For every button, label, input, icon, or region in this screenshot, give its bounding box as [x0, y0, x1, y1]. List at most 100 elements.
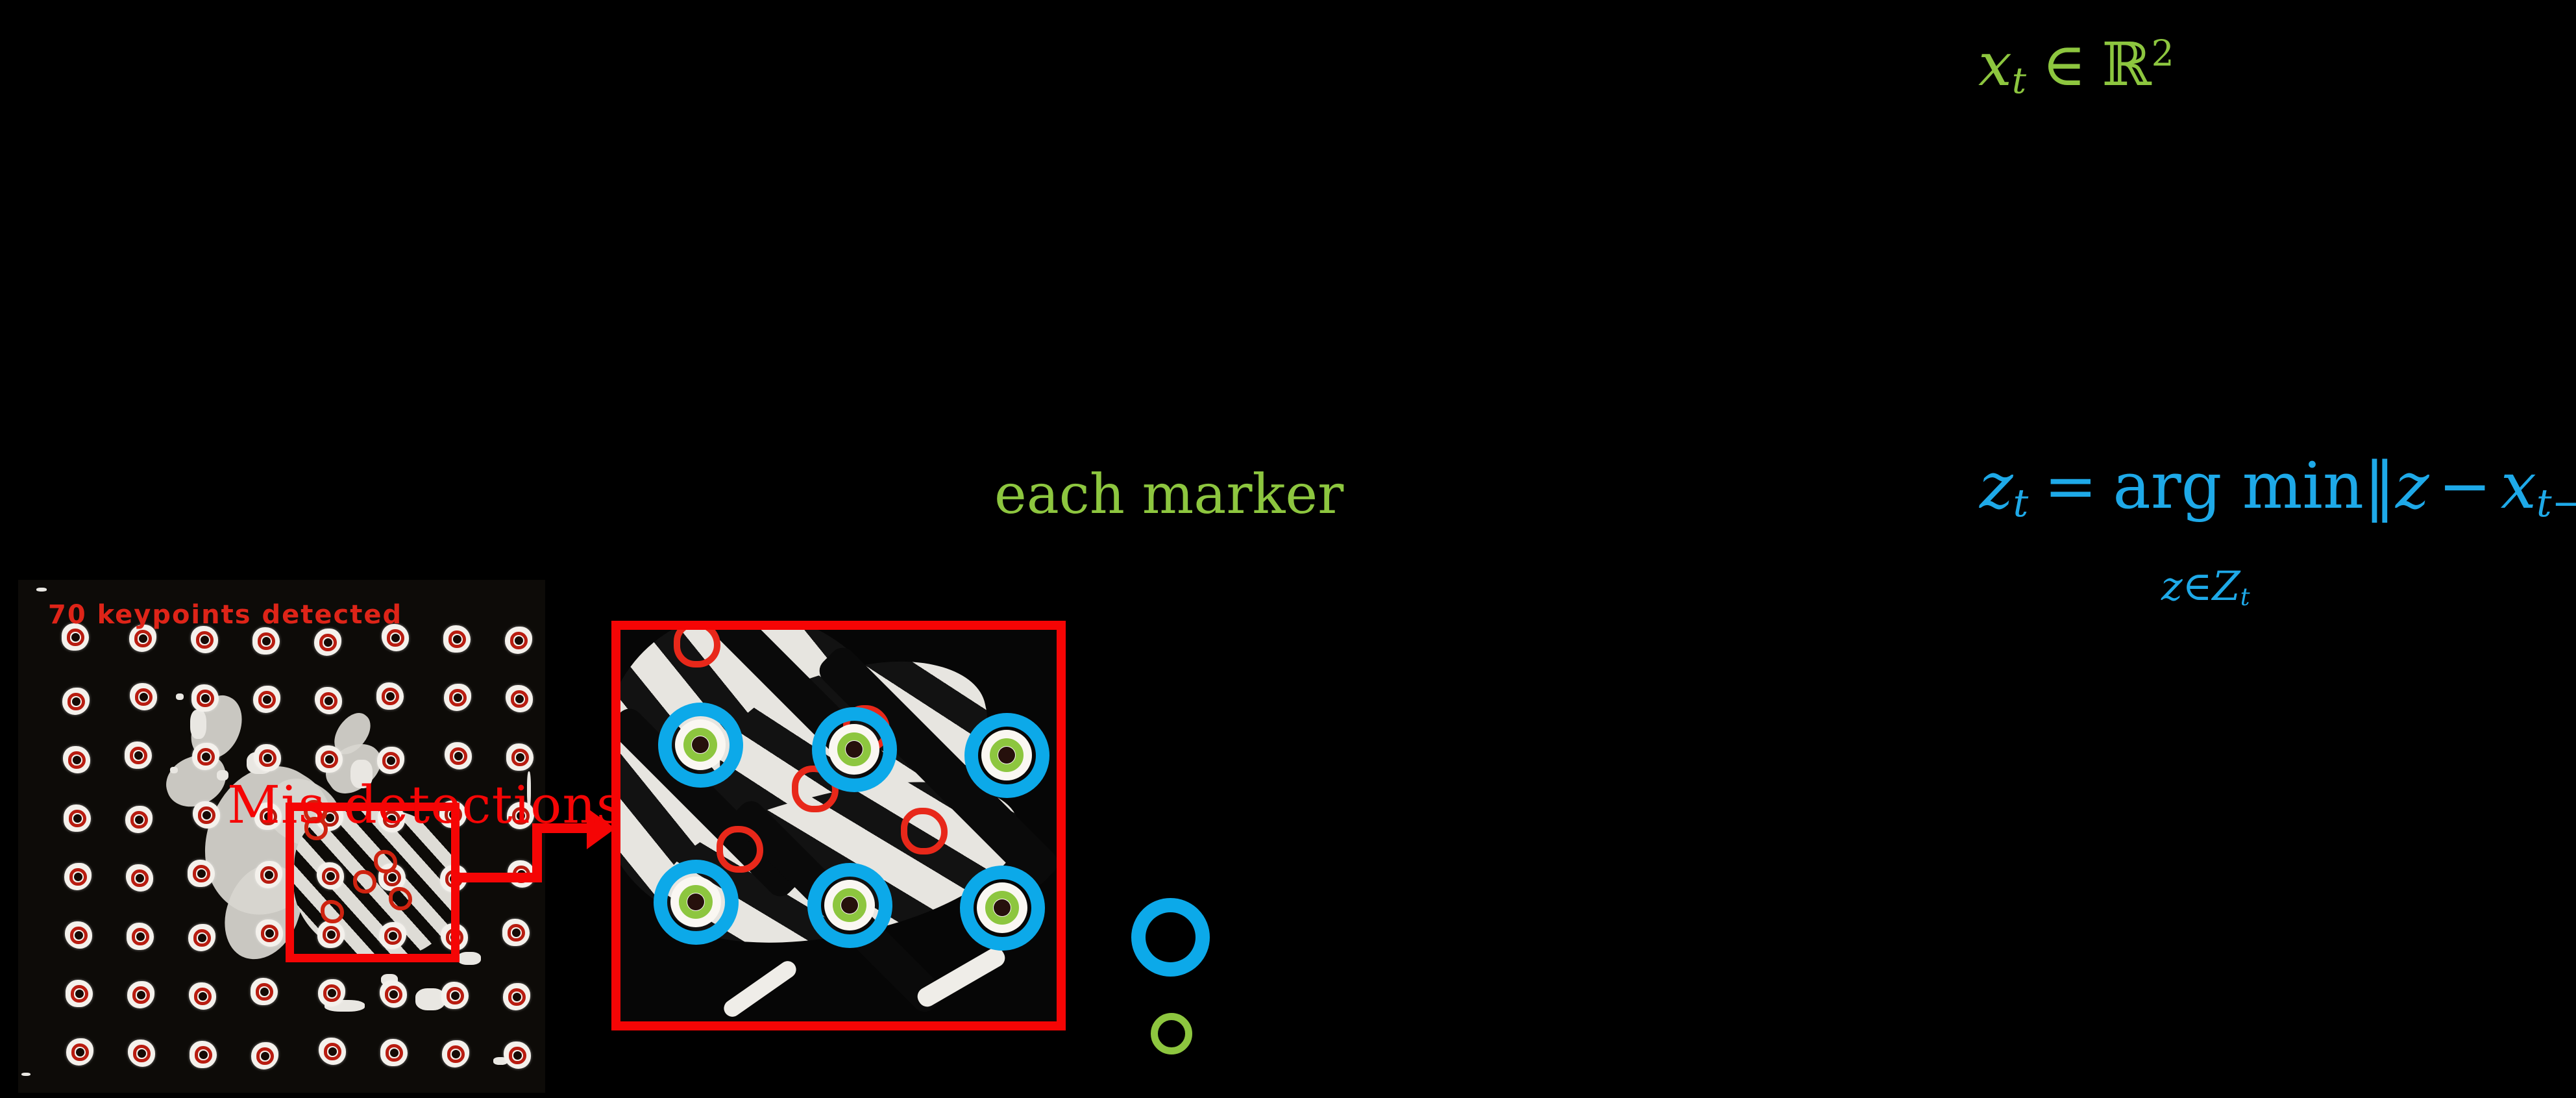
connector-segment — [456, 873, 541, 882]
keypoint-ring — [449, 747, 467, 765]
keypoint-center — [260, 987, 269, 996]
keypoint-ring — [322, 925, 340, 943]
keypoint-dot — [503, 983, 530, 1010]
keypoint-center — [73, 814, 82, 823]
keypoint-ring — [196, 689, 214, 707]
keypoint-dot — [444, 684, 471, 711]
misdetection-ring — [792, 766, 839, 812]
keypoint-ring — [194, 1045, 212, 1064]
minus-symbol: − — [2438, 449, 2492, 523]
keypoint-center — [200, 635, 209, 644]
keypoint-ring — [384, 985, 402, 1003]
photo-speck — [170, 767, 178, 773]
marker-center-dot — [841, 897, 858, 914]
keypoint-center — [453, 693, 462, 702]
keypoint-dot — [441, 982, 469, 1009]
keypoint-ring — [447, 1045, 465, 1063]
keypoint-ring — [134, 629, 152, 647]
keypoint-ring — [258, 690, 276, 708]
keypoint-center — [260, 1051, 269, 1060]
keypoint-ring — [67, 692, 85, 710]
keypoint-ring — [384, 927, 402, 945]
keypoint-ring — [319, 633, 337, 651]
formula-subscript: t−1 — [2536, 480, 2576, 525]
photo-speck — [217, 770, 228, 780]
keypoint-dot — [254, 744, 281, 771]
photo-speck — [527, 771, 531, 808]
keypoint-dot — [188, 924, 215, 951]
keypoint-center — [514, 636, 523, 645]
keypoint-ring — [130, 810, 148, 829]
keypoint-center — [71, 697, 80, 706]
keypoint-ring — [197, 747, 215, 766]
keypoint-ring — [70, 984, 88, 1003]
keypoint-dot — [251, 1042, 278, 1069]
keypoint-center — [197, 933, 206, 942]
keypoint-ring — [323, 984, 341, 1002]
keypoint-dot — [445, 742, 472, 769]
keypoint-ring — [66, 628, 84, 646]
keypoint-center — [262, 636, 271, 645]
misdetection-ring — [389, 887, 412, 910]
keypoint-center — [264, 812, 273, 821]
tracked-marker — [653, 859, 739, 945]
marker-green-ring — [837, 732, 871, 766]
keypoint-ring — [381, 687, 399, 705]
argmin-constraint: z∈Zt — [2161, 562, 2250, 611]
keypoint-center — [450, 991, 460, 1000]
keypoint-center — [136, 990, 145, 999]
keypoint-dot — [62, 623, 89, 651]
keypoint-dot — [128, 1040, 155, 1067]
keypoint-dot — [65, 921, 92, 949]
keypoint-center — [72, 755, 81, 764]
keypoint-ring — [258, 749, 276, 767]
keypoint-ring — [256, 1047, 274, 1065]
keypoint-dot — [193, 801, 220, 829]
keypoint-ring — [323, 1042, 341, 1060]
keypoint-ring — [448, 688, 467, 706]
keypoint-center — [137, 1049, 146, 1058]
keypoint-center — [198, 992, 207, 1001]
keypoint-dot — [319, 1038, 346, 1065]
keypoint-ring — [67, 751, 86, 769]
keypoint-ring — [382, 751, 400, 769]
misdetection-ring — [901, 808, 948, 855]
keypoint-dot — [376, 682, 404, 710]
keypoint-dot — [380, 980, 407, 1008]
photo-speck — [415, 988, 445, 1010]
keypoint-ring — [320, 750, 338, 768]
keypoint-ring — [255, 982, 273, 1001]
keypoint-dot — [314, 629, 341, 656]
photo-speck — [36, 588, 47, 592]
marker-center-dot — [846, 741, 863, 758]
misdetection-ring — [353, 870, 376, 893]
keypoint-dot — [254, 803, 282, 830]
keypoint-dot — [252, 627, 280, 655]
keypoint-center — [199, 1050, 208, 1059]
keypoint-center — [388, 931, 397, 940]
keypoint-dot — [130, 683, 157, 710]
keypoint-ring — [129, 746, 147, 764]
keypoint-ring — [448, 630, 466, 648]
norm-open: ‖ — [2363, 449, 2396, 523]
keypoint-dot — [66, 1038, 93, 1066]
keypoint-ring — [386, 629, 404, 647]
keypoint-dot — [251, 978, 278, 1005]
keypoint-center — [325, 813, 334, 822]
keypoint-center — [75, 989, 84, 998]
keypoint-ring — [260, 924, 278, 942]
marker-center-dot — [687, 893, 704, 910]
keypoint-ring — [259, 807, 277, 825]
each-marker-label: each marker — [994, 462, 1344, 526]
marker-green-ring — [833, 888, 866, 922]
keypoint-dot — [62, 688, 90, 715]
formula-power: 2 — [2151, 32, 2174, 75]
keypoint-center — [326, 930, 336, 939]
keypoint-center — [197, 869, 206, 878]
keypoint-ring — [260, 866, 278, 884]
keypoint-ring — [319, 692, 337, 710]
zoom-white-streak — [720, 958, 800, 1020]
keypoint-ring — [511, 748, 529, 766]
nearest-neighbor-formula: zt=arg min‖z−xt−1‖ — [1980, 449, 2576, 525]
tracked-marker — [811, 706, 897, 792]
